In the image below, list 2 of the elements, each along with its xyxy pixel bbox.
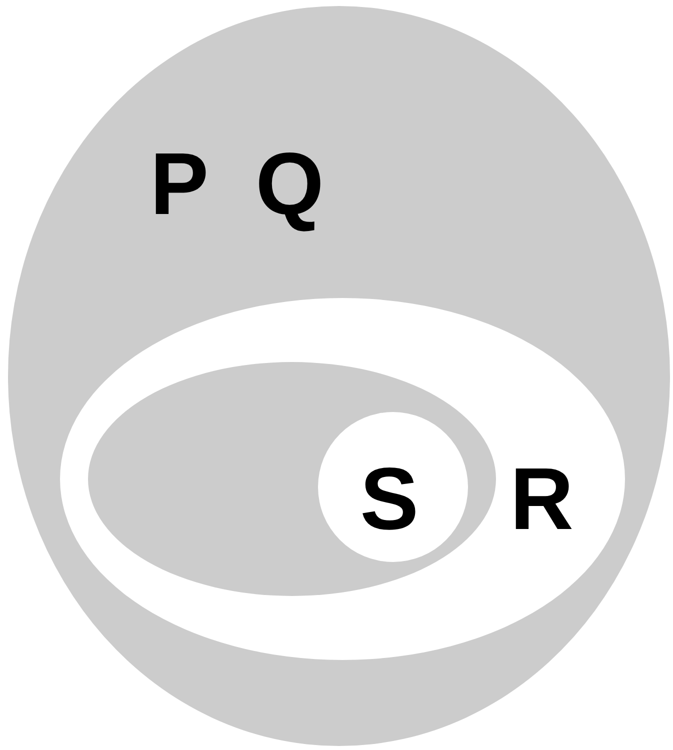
set-label: S [360, 455, 419, 543]
set-label: R [510, 455, 574, 543]
